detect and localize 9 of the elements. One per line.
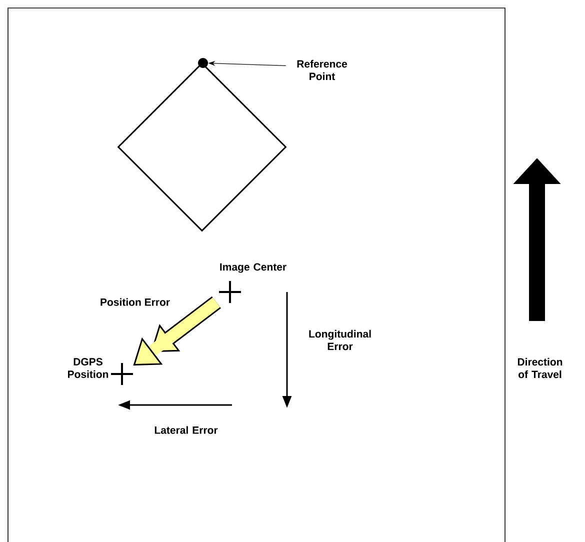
annotation-text: Longitudinal Error [309, 330, 371, 350]
crosshair-mark [218, 280, 242, 304]
annotation-text: Lateral Error [154, 426, 218, 434]
annotation-text: Reference Point [297, 60, 348, 80]
edge-label: Position Error [100, 298, 170, 306]
annotation-text: DGPS Position [68, 358, 108, 378]
annotation-text: Image Center [220, 263, 286, 273]
annotation-text: Direction of Travel [518, 358, 562, 378]
crosshair-mark [110, 362, 134, 386]
